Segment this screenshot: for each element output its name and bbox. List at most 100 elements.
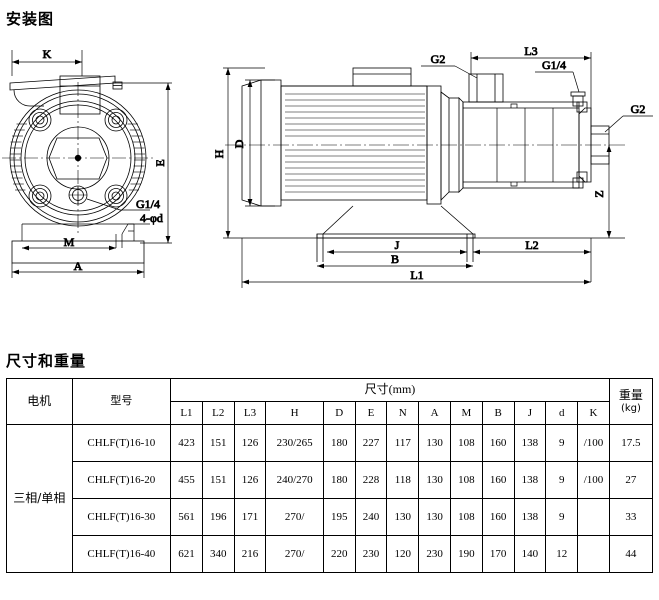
cell-h: 270/	[265, 498, 324, 536]
cell-d-small: 12	[545, 535, 579, 573]
label-4-phi-d: 4-φd	[140, 211, 163, 225]
header-dim-h: H	[265, 401, 324, 425]
cell-weight: 17.5	[608, 424, 654, 462]
cell-a: 130	[418, 498, 451, 536]
leader-4-phi-d	[121, 223, 150, 235]
cell-l2: 151	[201, 461, 235, 499]
cell-n: 117	[386, 424, 420, 462]
header-dim-m: M	[449, 401, 483, 425]
label-e: E	[153, 159, 167, 166]
cell-model: CHLF(T)16-40	[71, 535, 172, 573]
table-row: CHLF(T)16-30 561 196 171 270/ 195 240 13…	[7, 498, 654, 536]
dimension-m	[22, 245, 116, 251]
label-l3: L3	[524, 44, 537, 58]
label-g-quarter-left: G1/4	[136, 197, 160, 211]
header-dim-l3: L3	[233, 401, 267, 425]
label-h: H	[212, 149, 226, 158]
cell-h: 270/	[265, 535, 324, 573]
cell-k: /100	[577, 461, 610, 499]
dimension-l3	[470, 52, 592, 130]
cell-j: 138	[513, 424, 547, 462]
cell-k	[577, 535, 610, 573]
cell-b: 170	[481, 535, 515, 573]
header-dim-n: N	[386, 401, 420, 425]
cell-l1: 455	[170, 461, 203, 499]
cell-l1: 423	[170, 424, 203, 462]
pump-front-view-drawing: K	[0, 38, 210, 308]
cell-l2: 340	[201, 535, 235, 573]
cell-a: 130	[418, 461, 451, 499]
dimension-j	[327, 249, 467, 255]
header-dim-a: A	[418, 401, 451, 425]
label-l1: L1	[410, 268, 423, 282]
leader-g2-right	[604, 115, 653, 133]
header-weight-label: 重量	[618, 388, 643, 403]
cell-l3: 126	[233, 424, 267, 462]
table-row: 三相/单相 CHLF(T)16-10 423 151 126 230/265 1…	[6, 424, 654, 573]
cell-m: 108	[449, 461, 483, 499]
dimension-a	[11, 263, 145, 278]
dimension-k	[11, 50, 83, 76]
cell-l3: 216	[233, 535, 267, 573]
header-dim-k: K	[577, 401, 610, 425]
header-model: 型号	[71, 378, 172, 425]
page-title-installation-drawing: 安装图	[6, 10, 55, 28]
header-dim-j: J	[513, 401, 547, 425]
cell-b: 160	[481, 498, 515, 536]
table-body: 三相/单相 CHLF(T)16-10 423 151 126 230/265 1…	[6, 424, 654, 573]
dimension-l1	[241, 238, 591, 288]
table-row: CHLF(T)16-40 621 340 216 270/ 220 230 12…	[7, 535, 654, 573]
cell-n: 118	[386, 461, 420, 499]
cell-m: 108	[449, 424, 483, 462]
cell-b: 160	[481, 424, 515, 462]
page-title-dimensions-weight: 尺寸和重量	[6, 352, 87, 370]
cell-d: 180	[322, 424, 356, 462]
motor-fan-cover	[241, 79, 282, 207]
header-dim-e: E	[354, 401, 388, 425]
header-dim-l2: L2	[201, 401, 235, 425]
cell-d: 180	[322, 461, 356, 499]
label-b: B	[391, 252, 399, 266]
cell-weight: 33	[608, 498, 654, 536]
cell-e: 228	[354, 461, 388, 499]
cell-h: 240/270	[265, 461, 324, 499]
cell-b: 160	[481, 461, 515, 499]
cell-e: 227	[354, 424, 388, 462]
cell-l1: 621	[170, 535, 203, 573]
label-j: J	[395, 238, 400, 252]
pump-side-view-drawing: H D	[205, 38, 659, 318]
table-head: 电机 型号 尺寸(mm) 重量 (kg) L1 L2 L3 H D E N A …	[6, 378, 654, 425]
cell-j: 138	[513, 461, 547, 499]
cell-k	[577, 498, 610, 536]
label-g2-top: G2	[431, 52, 446, 66]
cell-weight: 27	[608, 461, 654, 499]
header-weight-unit: (kg)	[620, 402, 641, 414]
cell-l1: 561	[170, 498, 203, 536]
cell-d: 220	[322, 535, 356, 573]
dimension-z	[606, 145, 612, 238]
table-header-row-dims: L1 L2 L3 H D E N A M B J d K	[7, 401, 653, 425]
header-dim-l1: L1	[170, 401, 203, 425]
label-a: A	[74, 259, 83, 273]
cell-weight: 44	[608, 535, 654, 573]
dimension-l2	[473, 238, 592, 282]
header-weight: 重量 (kg)	[608, 378, 654, 425]
cell-h: 230/265	[265, 424, 324, 462]
label-l2: L2	[525, 238, 538, 252]
drain-port-g14	[68, 185, 150, 211]
header-dimension-group: 尺寸(mm)	[170, 378, 610, 402]
bolt-bosses	[28, 108, 128, 208]
cell-l3: 126	[233, 461, 267, 499]
table-row: CHLF(T)16-20 455 151 126 240/270 180 228…	[7, 461, 654, 499]
dimension-h	[223, 67, 625, 239]
suction-flange-top	[468, 73, 504, 103]
dimensions-weight-table: 电机 型号 尺寸(mm) 重量 (kg) L1 L2 L3 H D E N A …	[6, 378, 654, 573]
cell-n: 130	[386, 498, 420, 536]
cell-e: 240	[354, 498, 388, 536]
motor-terminal-box	[352, 67, 412, 87]
cell-m: 190	[449, 535, 483, 573]
bell-housing	[440, 91, 464, 201]
cell-d: 195	[322, 498, 356, 536]
label-k: K	[43, 47, 52, 61]
